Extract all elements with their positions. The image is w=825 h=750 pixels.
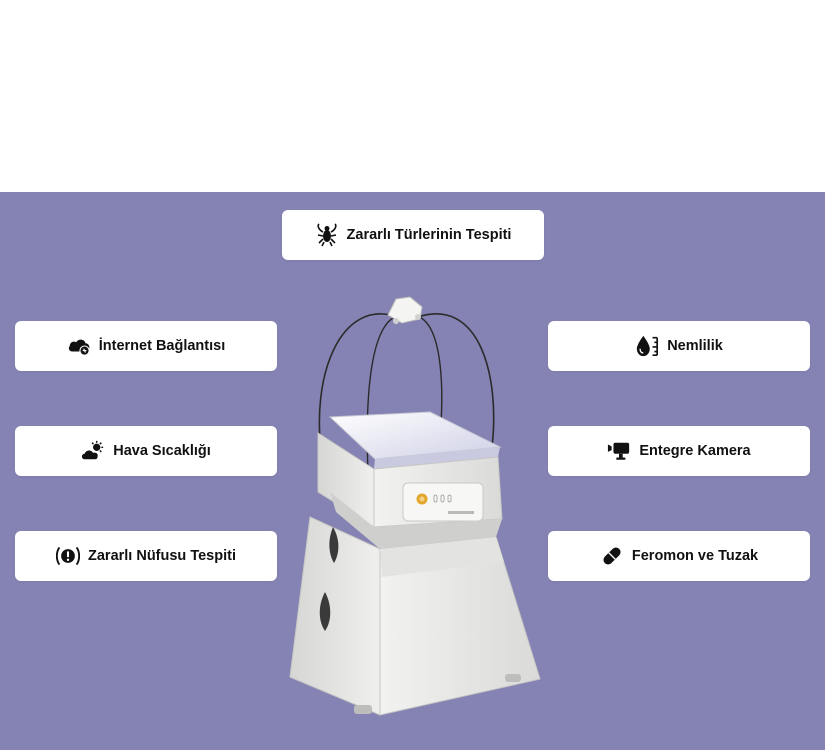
feature-internet-connection[interactable]: İnternet Bağlantısı <box>15 321 277 371</box>
feature-humidity[interactable]: Nemlilik <box>548 321 810 371</box>
humidity-drop-icon <box>635 334 659 358</box>
bug-icon <box>315 223 339 247</box>
camera-icon <box>607 439 631 463</box>
feature-integrated-camera[interactable]: Entegre Kamera <box>548 426 810 476</box>
smart-trap-device-image <box>289 296 541 716</box>
feature-label: İnternet Bağlantısı <box>98 338 226 354</box>
feature-label: Feromon ve Tuzak <box>631 548 759 564</box>
feature-pheromone-and-trap[interactable]: Feromon ve Tuzak <box>548 531 810 581</box>
feature-pest-species-detection[interactable]: Zararlı Türlerinin Tespiti <box>282 210 544 260</box>
feature-label: Hava Sıcaklığı <box>113 443 211 459</box>
feature-pest-population-detection[interactable]: Zararlı Nüfusu Tespiti <box>15 531 277 581</box>
feature-label: Zararlı Nüfusu Tespiti <box>88 548 236 564</box>
feature-label: Entegre Kamera <box>639 443 751 459</box>
feature-air-temperature[interactable]: Hava Sıcaklığı <box>15 426 277 476</box>
capsule-icon <box>600 544 624 568</box>
alert-circle-icon <box>56 544 80 568</box>
cloud-link-icon <box>67 334 91 358</box>
feature-label: Nemlilik <box>667 338 723 354</box>
feature-label: Zararlı Türlerinin Tespiti <box>346 227 512 243</box>
sun-cloud-icon <box>81 439 105 463</box>
feature-panel: Zararlı Türlerinin Tespiti İnternet Bağl… <box>0 192 825 750</box>
